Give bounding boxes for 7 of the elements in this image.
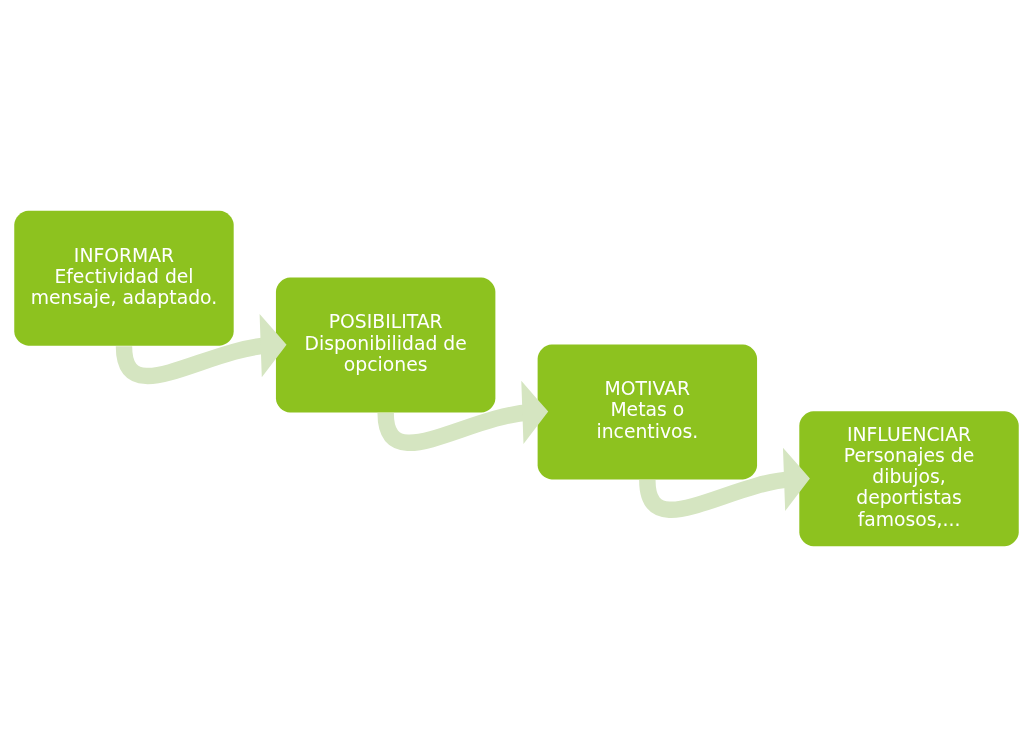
arrow [115,313,287,384]
arrow [377,380,548,451]
arrow [638,447,810,518]
node-box: POSIBILITAR Disponibilidad de opciones [275,277,495,413]
node-box: INFLUENCIAR Personajes de dibujos, deportistas famosos,... [798,410,1019,546]
node-box: INFORMAR Efectividad del mensaje, adaptado. [13,210,234,346]
node-box: MOTIVAR Metas o incentivos. [537,343,757,479]
